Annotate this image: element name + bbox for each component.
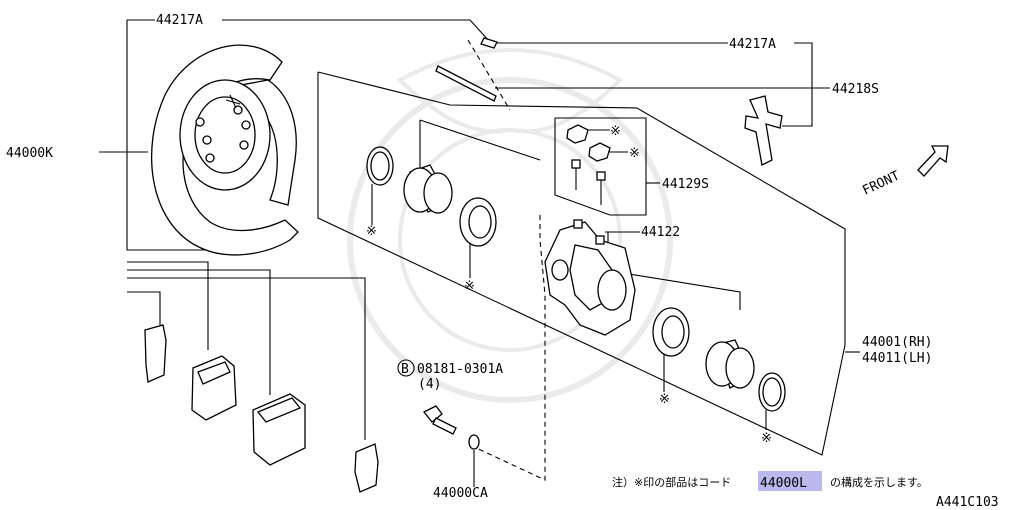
kome-mark-2: ※ bbox=[464, 279, 475, 294]
backing-plate bbox=[150, 44, 299, 256]
piston-seal-left bbox=[366, 146, 394, 225]
label-bolt-qty: (4) bbox=[418, 377, 441, 392]
label-bolt-code: 08181-0301A bbox=[417, 362, 503, 377]
kome-mark-6: ※ bbox=[761, 431, 772, 446]
kome-mark-5: ※ bbox=[659, 392, 670, 407]
label-44122: 44122 bbox=[641, 225, 680, 240]
dust-boot-left bbox=[459, 197, 497, 278]
label-44218s: 44218S bbox=[832, 82, 879, 97]
caliper-body bbox=[544, 219, 636, 336]
label-44217a-top: 44217A bbox=[156, 13, 203, 28]
washer bbox=[468, 434, 480, 450]
label-44129s: 44129S bbox=[662, 177, 709, 192]
bleeder-kit bbox=[566, 124, 628, 205]
footnote-highlight-code[interactable]: 44000L bbox=[760, 476, 807, 491]
guide-pin bbox=[435, 37, 498, 102]
footnote-suffix: の構成を示します。 bbox=[830, 476, 928, 489]
footnote-prefix: 注）※印の部品はコード bbox=[612, 475, 731, 489]
label-44011-lh: 44011(LH) bbox=[862, 351, 932, 366]
piston-left bbox=[403, 164, 453, 214]
mounting-bolt bbox=[422, 405, 457, 435]
pin-boot-44218s bbox=[744, 95, 783, 166]
label-44000k: 44000K bbox=[6, 146, 53, 161]
drawing-id: A441C103 bbox=[936, 495, 999, 510]
brake-pad-outer bbox=[252, 393, 306, 466]
kome-mark-3: ※ bbox=[610, 124, 621, 139]
label-44217a-right: 44217A bbox=[729, 37, 776, 52]
bolt-symbol: B bbox=[397, 359, 415, 377]
footnote-highlight bbox=[758, 471, 822, 491]
dust-boot-right bbox=[652, 307, 690, 392]
front-arrow-icon bbox=[917, 145, 949, 177]
shim-right bbox=[354, 443, 379, 493]
kome-mark-4: ※ bbox=[629, 146, 640, 161]
watermark-emblem bbox=[347, 48, 673, 403]
bolt-symbol-letter: B bbox=[401, 362, 409, 377]
label-44001-rh: 44001(RH) bbox=[862, 335, 932, 350]
brake-pad-inner bbox=[191, 355, 237, 421]
piston-right bbox=[705, 339, 755, 389]
label-front: FRONT bbox=[860, 168, 902, 198]
piston-seal-right bbox=[758, 372, 786, 430]
shim-left bbox=[144, 324, 167, 383]
label-44000ca: 44000CA bbox=[433, 486, 488, 501]
kome-mark-1: ※ bbox=[366, 224, 377, 239]
